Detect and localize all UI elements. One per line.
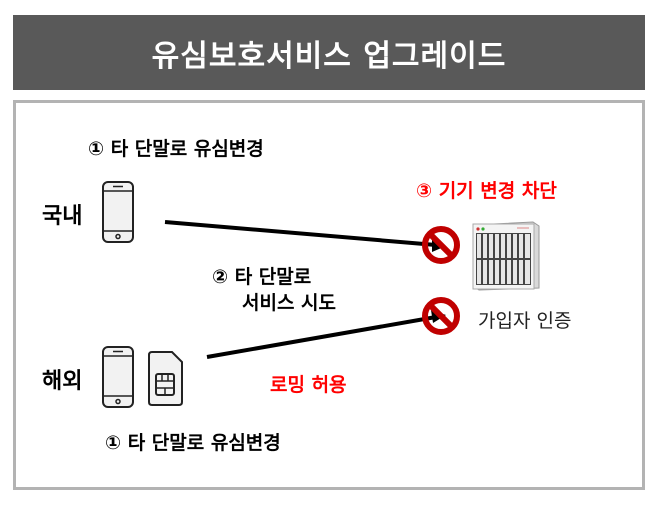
smartphone-icon [102,346,134,408]
sim-card-icon [148,351,183,406]
step2-line2: 서비스 시도 [242,292,337,314]
page-title: 유심보호서비스 업그레이드 [151,38,507,74]
connector-domestic [164,220,446,252]
overseas-label: 해외 [42,369,83,394]
step3-label: ③ 기기 변경 차단 [416,180,557,202]
server-label: 가입자 인증 [478,310,572,332]
domestic-step1-label: ① 타 단말로 유심변경 [88,138,264,160]
overseas-step1-label: ① 타 단말로 유심변경 [105,432,281,454]
domestic-label: 국내 [42,204,83,229]
roaming-note: 로밍 허용 [270,374,347,396]
connector-overseas [206,310,446,359]
step2-line1: ② 타 단말로 [212,266,312,288]
no-entry-icon [422,297,460,335]
no-entry-icon [422,226,460,264]
smartphone-icon [102,181,134,243]
title-banner: 유심보호서비스 업그레이드 [13,15,645,90]
server-icon [472,221,540,291]
diagram-panel [13,100,645,490]
